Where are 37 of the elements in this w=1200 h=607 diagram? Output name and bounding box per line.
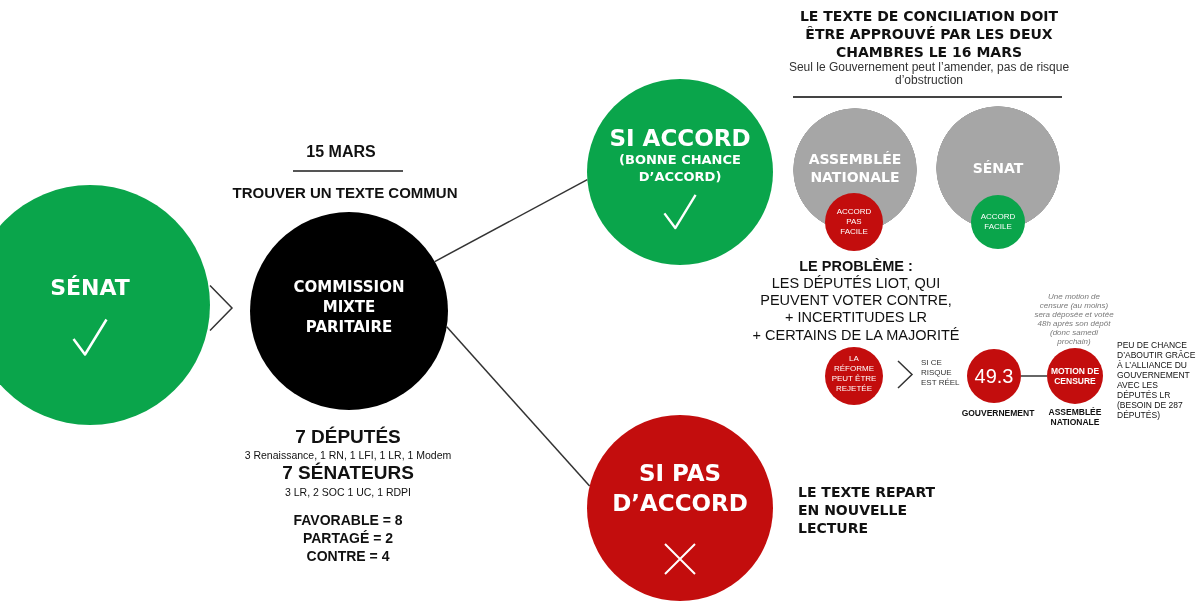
procedure-number: 49.3 (974, 364, 1014, 388)
chamber-name: SÉNAT (50, 274, 130, 302)
actor-label: GOUVERNEMENT (961, 408, 1035, 418)
outcome-subtitle: (BONNE CHANCE D’ACCORD) (618, 150, 742, 185)
vote-tally: FAVORABLE = 8 (293, 511, 403, 529)
vote-tally: CONTRE = 4 (306, 547, 390, 565)
problem-text: LES DÉPUTÉS LIOT, QUI PEUVENT VOTER CONTRE, (759, 274, 953, 309)
problem-text: + INCERTITUDES LR (785, 308, 927, 326)
chamber-name: ASSEMBLÉE NATIONALE (807, 150, 903, 186)
connector-line (445, 326, 591, 487)
vote-tally: PARTAGÉ = 2 (302, 529, 394, 547)
date-label: 15 MARS (306, 142, 376, 162)
member-count: 7 DÉPUTÉS (295, 426, 401, 448)
actor-label: ASSEMBLÉE NATIONALE (1047, 407, 1103, 427)
connector-line (1020, 375, 1048, 377)
member-breakdown: 3 LR, 2 SOC 1 UC, 1 RDPI (284, 485, 411, 499)
outcome-title: SI ACCORD (609, 124, 751, 151)
assessment-text: ACCORD FACILE (979, 212, 1017, 232)
footnote-text: Une motion de censure (au moins) sera déposée et votée 48h après son dépôt (donc samedi prochain) (1034, 292, 1114, 346)
condition-text: SI CE RISQUE EST RÉEL (921, 358, 963, 388)
outcome-title: SI PAS D’ACCORD (611, 459, 749, 518)
chevron-arrow (897, 360, 914, 389)
header-title: LE TEXTE DE CONCILIATION DOIT ÊTRE APPROUVÉ PAR LES DEUX CHAMBRES LE 16 MARS (798, 7, 1060, 61)
committee-name: COMMISSION MIXTE PARITAIRE (292, 277, 406, 337)
task-label: TROUVER UN TEXTE COMMUN (232, 183, 458, 203)
assessment-text: ACCORD PAS FACILE (835, 207, 873, 237)
member-count: 7 SÉNATEURS (282, 462, 414, 484)
member-breakdown: 3 Renaissance, 1 RN, 1 LFI, 1 LR, 1 Modem (244, 448, 452, 462)
problem-title: LE PROBLÈME : (799, 257, 913, 275)
chance-note: PEU DE CHANCE D’ABOUTIR GRÂCE À L’ALLIANCE DU GOUVERNEMENT AVEC LES DÉPUTÉS LR (BESOIN DE 287 DÉPUTÉS) (1117, 340, 1197, 420)
chamber-name: SÉNAT (972, 159, 1024, 177)
outcome-note: LE TEXTE REPART EN NOUVELLE LECTURE (798, 483, 937, 537)
procedure-name: MOTION DE CENSURE (1049, 366, 1101, 386)
problem-text: + CERTAINS DE LA MAJORITÉ (752, 326, 960, 344)
header-subtitle: Seul le Gouvernement peut l’amender, pas de risque d’obstruction (787, 60, 1071, 87)
connector-line (434, 178, 589, 263)
risk-text: LA RÉFORME PEUT ÊTRE REJETÉE (830, 353, 878, 394)
